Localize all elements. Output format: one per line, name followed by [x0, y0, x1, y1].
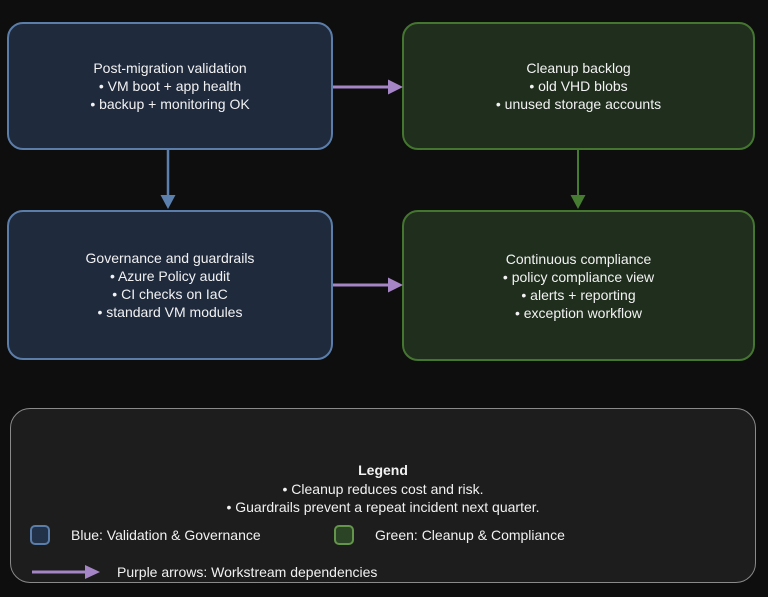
- green-swatch-icon: [334, 525, 354, 545]
- legend-item-purple-arrows: Purple arrows: Workstream dependencies: [31, 561, 377, 583]
- legend-title: Legend: [358, 462, 408, 478]
- node-title: Post-migration validation: [93, 60, 247, 76]
- node-title: Governance and guardrails: [85, 250, 255, 266]
- blue-swatch-icon: [30, 525, 50, 545]
- node-bullet: • unused storage accounts: [495, 96, 662, 112]
- node-bullet: • alerts + reporting: [521, 286, 636, 303]
- arrow-validation-to-cleanup-icon: [333, 79, 403, 95]
- node-bullet: • standard VM modules: [97, 304, 243, 320]
- node-cleanup-backlog: Cleanup backlog • old VHD blobs • unused…: [402, 22, 755, 150]
- arrow-governance-to-compliance-icon: [333, 277, 403, 293]
- arrow-validation-to-governance-icon: [160, 150, 176, 209]
- legend-note: • Guardrails prevent a repeat incident n…: [226, 499, 540, 515]
- legend-item-blue: Blue: Validation & Governance: [30, 524, 261, 546]
- legend-item-label: Purple arrows: Workstream dependencies: [117, 564, 378, 580]
- node-post-migration-validation: Post-migration validation • VM boot + ap…: [7, 22, 333, 150]
- node-bullet: • old VHD blobs: [529, 78, 628, 94]
- arrow-cleanup-to-compliance-icon: [570, 150, 586, 209]
- node-governance-and-guardrails: Governance and guardrails • Azure Policy…: [7, 210, 333, 360]
- legend-item-green: Green: Cleanup & Compliance: [334, 524, 565, 546]
- node-bullet: • policy compliance view: [502, 268, 655, 285]
- node-title: Continuous compliance: [505, 250, 652, 267]
- legend-panel: Legend • Cleanup reduces cost and risk. …: [10, 408, 756, 583]
- legend-item-label: Green: Cleanup & Compliance: [375, 527, 565, 543]
- node-bullet: • CI checks on IaC: [112, 286, 228, 302]
- legend-header: Legend • Cleanup reduces cost and risk. …: [11, 461, 755, 517]
- node-bullet: • backup + monitoring OK: [90, 96, 250, 112]
- node-bullet: • exception workflow: [514, 304, 643, 321]
- legend-item-label: Blue: Validation & Governance: [71, 527, 261, 543]
- legend-note: • Cleanup reduces cost and risk.: [282, 480, 484, 497]
- node-continuous-compliance: Continuous compliance • policy complianc…: [402, 210, 755, 361]
- node-bullet: • VM boot + app health: [98, 78, 242, 94]
- purple-arrow-icon: [32, 565, 100, 579]
- node-title: Cleanup backlog: [526, 60, 631, 76]
- node-bullet: • Azure Policy audit: [109, 268, 231, 284]
